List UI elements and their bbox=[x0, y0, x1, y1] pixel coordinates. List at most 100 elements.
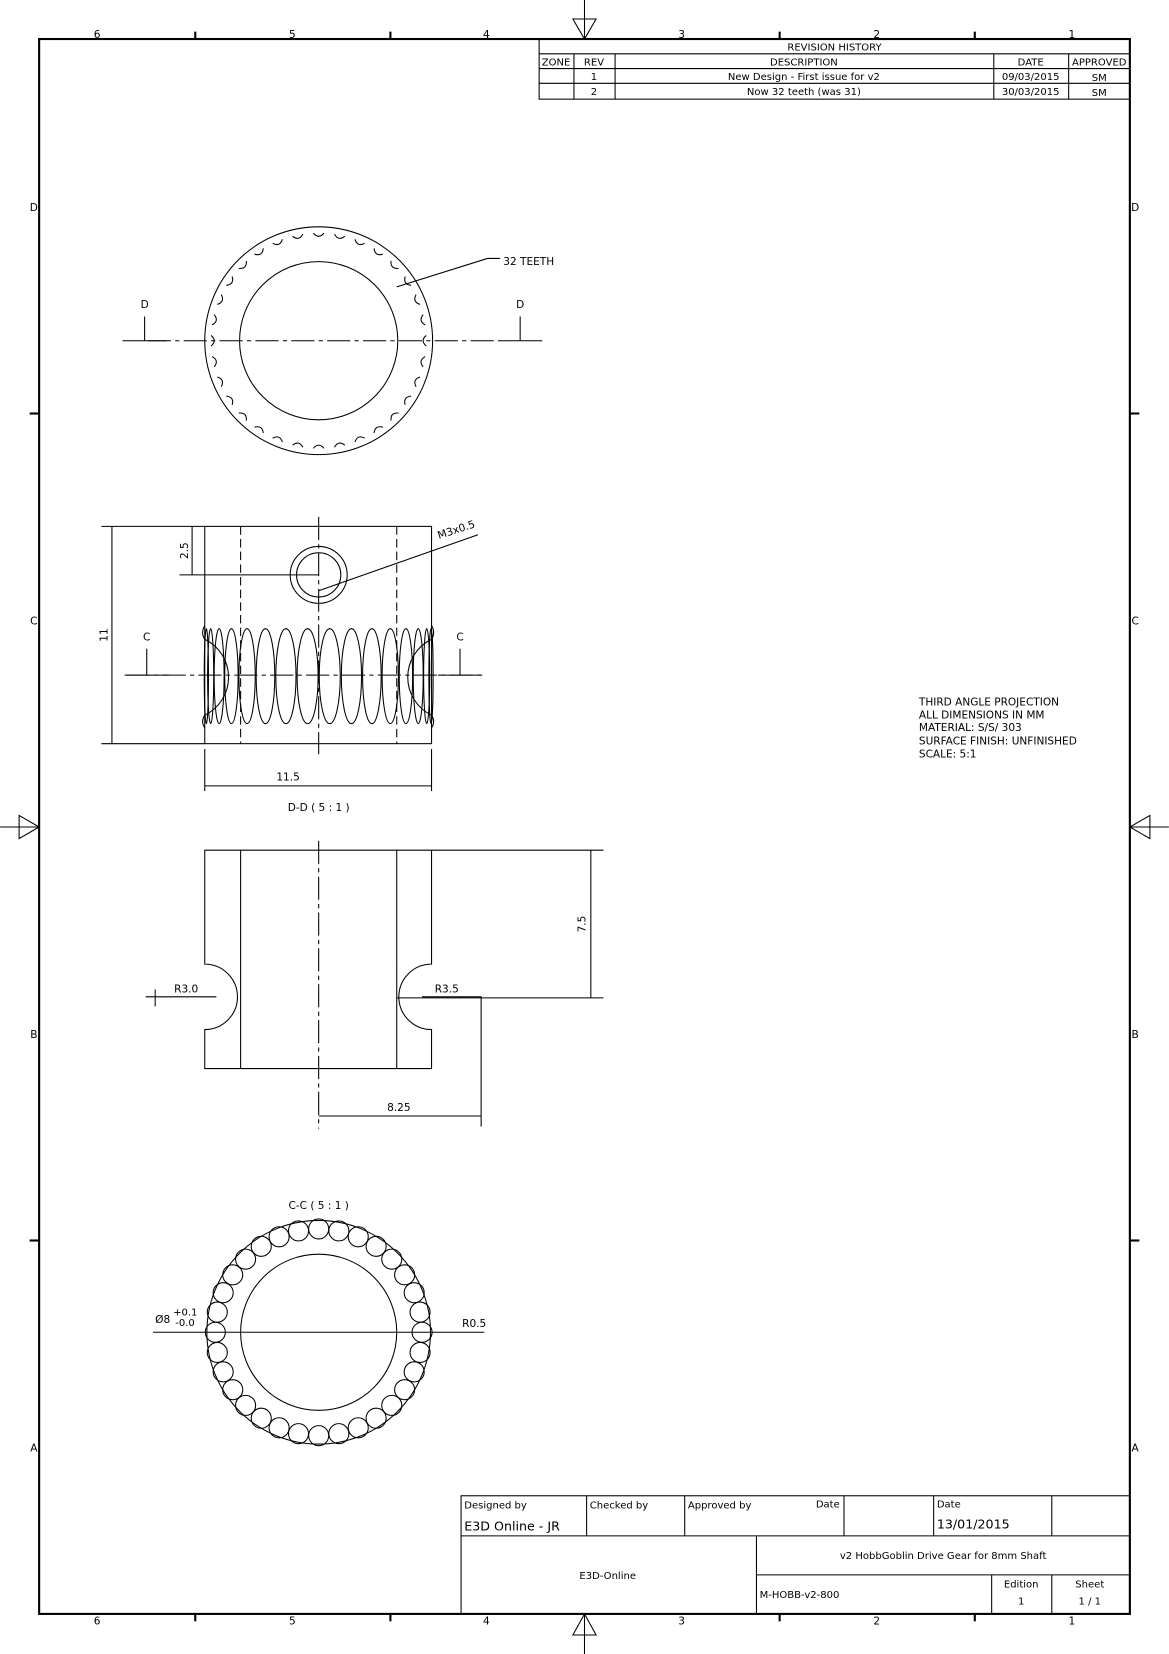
tooth-mark bbox=[420, 314, 426, 326]
tooth-mark bbox=[422, 335, 427, 347]
tooth-groove bbox=[268, 1417, 290, 1439]
part-number: M-HOBB-v2-800 bbox=[760, 1590, 840, 1601]
tooth-mark bbox=[373, 248, 383, 256]
section-mark-c-right: C bbox=[456, 631, 463, 643]
tooth-profile bbox=[318, 628, 341, 725]
svg-text:2: 2 bbox=[873, 29, 880, 41]
tol-plus: +0.1 bbox=[173, 1307, 197, 1318]
tol-minus: -0.0 bbox=[175, 1318, 195, 1329]
tooth-mark bbox=[211, 356, 217, 368]
dim-width: 11.5 bbox=[276, 772, 299, 784]
svg-text:09/03/2015: 09/03/2015 bbox=[1002, 72, 1060, 83]
tooth-mark bbox=[354, 436, 365, 443]
approved-date-label: Date bbox=[816, 1499, 840, 1510]
tooth-groove bbox=[403, 1361, 425, 1383]
sheet-value: 1 / 1 bbox=[1079, 1596, 1101, 1607]
svg-text:3: 3 bbox=[678, 29, 685, 41]
dim-tooth-radius: R0.5 bbox=[462, 1318, 486, 1330]
tooth-mark bbox=[211, 314, 217, 326]
edition-value: 1 bbox=[1018, 1596, 1024, 1607]
tooth-groove bbox=[365, 1407, 387, 1429]
dim-bore: Ø8 bbox=[155, 1314, 170, 1326]
svg-text:3: 3 bbox=[678, 1615, 685, 1627]
tooth-mark bbox=[292, 233, 304, 239]
tooth-groove bbox=[328, 1423, 350, 1445]
col-description: DESCRIPTION bbox=[770, 57, 838, 68]
zone-labels: 6 5 4 3 2 1 6 5 4 3 2 1 D C B A D C B A bbox=[30, 29, 1140, 1627]
svg-text:B: B bbox=[30, 1029, 37, 1041]
tooth-mark bbox=[312, 444, 325, 449]
svg-text:SURFACE FINISH: UNFINISHED: SURFACE FINISH: UNFINISHED bbox=[919, 736, 1077, 748]
svg-text:A: A bbox=[1132, 1442, 1140, 1454]
section-cc-title: C-C ( 5 : 1 ) bbox=[288, 1200, 348, 1212]
tooth-mark bbox=[238, 412, 247, 421]
tooth-groove bbox=[287, 1220, 310, 1242]
svg-text:D: D bbox=[30, 202, 38, 214]
tooth-groove bbox=[308, 1425, 330, 1447]
tooth-groove bbox=[268, 1226, 290, 1248]
tooth-groove bbox=[381, 1248, 403, 1270]
tooth-mark bbox=[226, 276, 234, 286]
tooth-groove bbox=[381, 1394, 403, 1416]
section-mark-c-left: C bbox=[143, 631, 150, 643]
svg-text:2: 2 bbox=[873, 1615, 880, 1627]
front-view: C C 11 2.5 M3x0.5 11.5 bbox=[99, 516, 484, 792]
tooth-groove bbox=[206, 1301, 228, 1323]
tooth-profile bbox=[340, 628, 363, 725]
tooth-mark bbox=[373, 426, 383, 434]
section-dd-view: D-D ( 5 : 1 ) 7.5 R3.0 R3.5 8.25 bbox=[145, 802, 604, 1129]
tooth-mark bbox=[414, 294, 421, 305]
tooth-groove bbox=[222, 1264, 244, 1286]
tooth-mark bbox=[420, 356, 426, 368]
tooth-groove bbox=[250, 1407, 272, 1429]
svg-text:SM: SM bbox=[1092, 73, 1107, 84]
svg-text:D: D bbox=[1131, 202, 1139, 214]
tooth-mark bbox=[390, 412, 399, 421]
svg-text:A: A bbox=[30, 1442, 38, 1454]
table-row: 2 Now 32 teeth (was 31) 30/03/2015 SM bbox=[591, 87, 1107, 99]
svg-text:2: 2 bbox=[591, 87, 597, 98]
tooth-groove bbox=[403, 1282, 425, 1304]
thread-callout: M3x0.5 bbox=[436, 518, 477, 541]
dim-offset: 8.25 bbox=[387, 1102, 410, 1114]
tooth-groove bbox=[235, 1248, 257, 1270]
section-cc-view: C-C ( 5 : 1 ) Ø8 +0.1 -0.0 R0.5 bbox=[153, 1200, 486, 1447]
drawing-notes: THIRD ANGLE PROJECTION ALL DIMENSIONS IN… bbox=[918, 697, 1077, 761]
designed-by-label: Designed by bbox=[464, 1500, 527, 1511]
svg-text:1: 1 bbox=[591, 72, 597, 83]
dim-hole-offset: 2.5 bbox=[179, 542, 191, 559]
col-date: DATE bbox=[1018, 57, 1044, 68]
tooth-groove bbox=[212, 1361, 234, 1383]
tooth-groove bbox=[328, 1220, 350, 1242]
svg-text:6: 6 bbox=[94, 1615, 101, 1627]
tooth-groove bbox=[212, 1282, 234, 1304]
tooth-profile bbox=[255, 628, 276, 725]
tooth-groove bbox=[394, 1264, 416, 1286]
top-view: D D 32 TEETH bbox=[122, 226, 554, 456]
tooth-groove bbox=[222, 1379, 244, 1401]
tooth-mark bbox=[292, 442, 304, 448]
date-value: 13/01/2015 bbox=[937, 1516, 1010, 1531]
tooth-groove bbox=[287, 1423, 310, 1445]
tooth-mark bbox=[334, 233, 346, 239]
checked-by-label: Checked by bbox=[590, 1500, 649, 1511]
tooth-profile bbox=[296, 628, 319, 725]
tooth-profile bbox=[398, 628, 414, 725]
svg-text:B: B bbox=[1132, 1029, 1139, 1041]
svg-text:4: 4 bbox=[483, 1615, 490, 1627]
edition-label: Edition bbox=[1004, 1580, 1039, 1591]
tooth-mark bbox=[312, 232, 325, 237]
teeth-count-label: 32 TEETH bbox=[503, 256, 554, 268]
svg-text:1: 1 bbox=[1068, 1615, 1075, 1627]
tooth-groove bbox=[250, 1235, 272, 1257]
dim-radius-right: R3.5 bbox=[435, 984, 459, 996]
company-name: E3D-Online bbox=[579, 1571, 636, 1582]
col-rev: REV bbox=[584, 57, 604, 68]
svg-text:New Design - First issue for v: New Design - First issue for v2 bbox=[728, 72, 880, 83]
tooth-profile bbox=[381, 628, 399, 725]
tooth-profile bbox=[203, 628, 209, 725]
drawing-title: v2 HobbGoblin Drive Gear for 8mm Shaft bbox=[840, 1551, 1047, 1562]
svg-text:MATERIAL: S/S/ 303: MATERIAL: S/S/ 303 bbox=[919, 722, 1022, 734]
